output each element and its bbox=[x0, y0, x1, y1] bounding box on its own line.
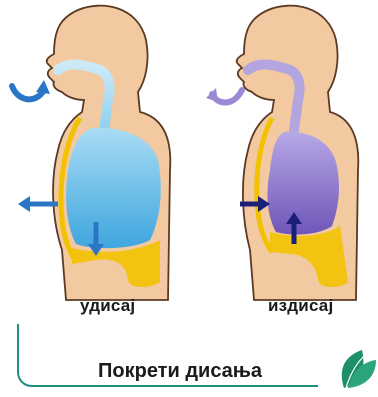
exhale-caption: издисај bbox=[268, 296, 333, 316]
exhale-figure bbox=[206, 6, 358, 300]
footer-title: Покрети дисања bbox=[98, 360, 262, 383]
leaf-icon bbox=[342, 350, 376, 388]
inhale-lungs bbox=[66, 128, 161, 248]
inhale-caption: удисај bbox=[80, 296, 135, 316]
inhale-figure bbox=[12, 6, 170, 300]
